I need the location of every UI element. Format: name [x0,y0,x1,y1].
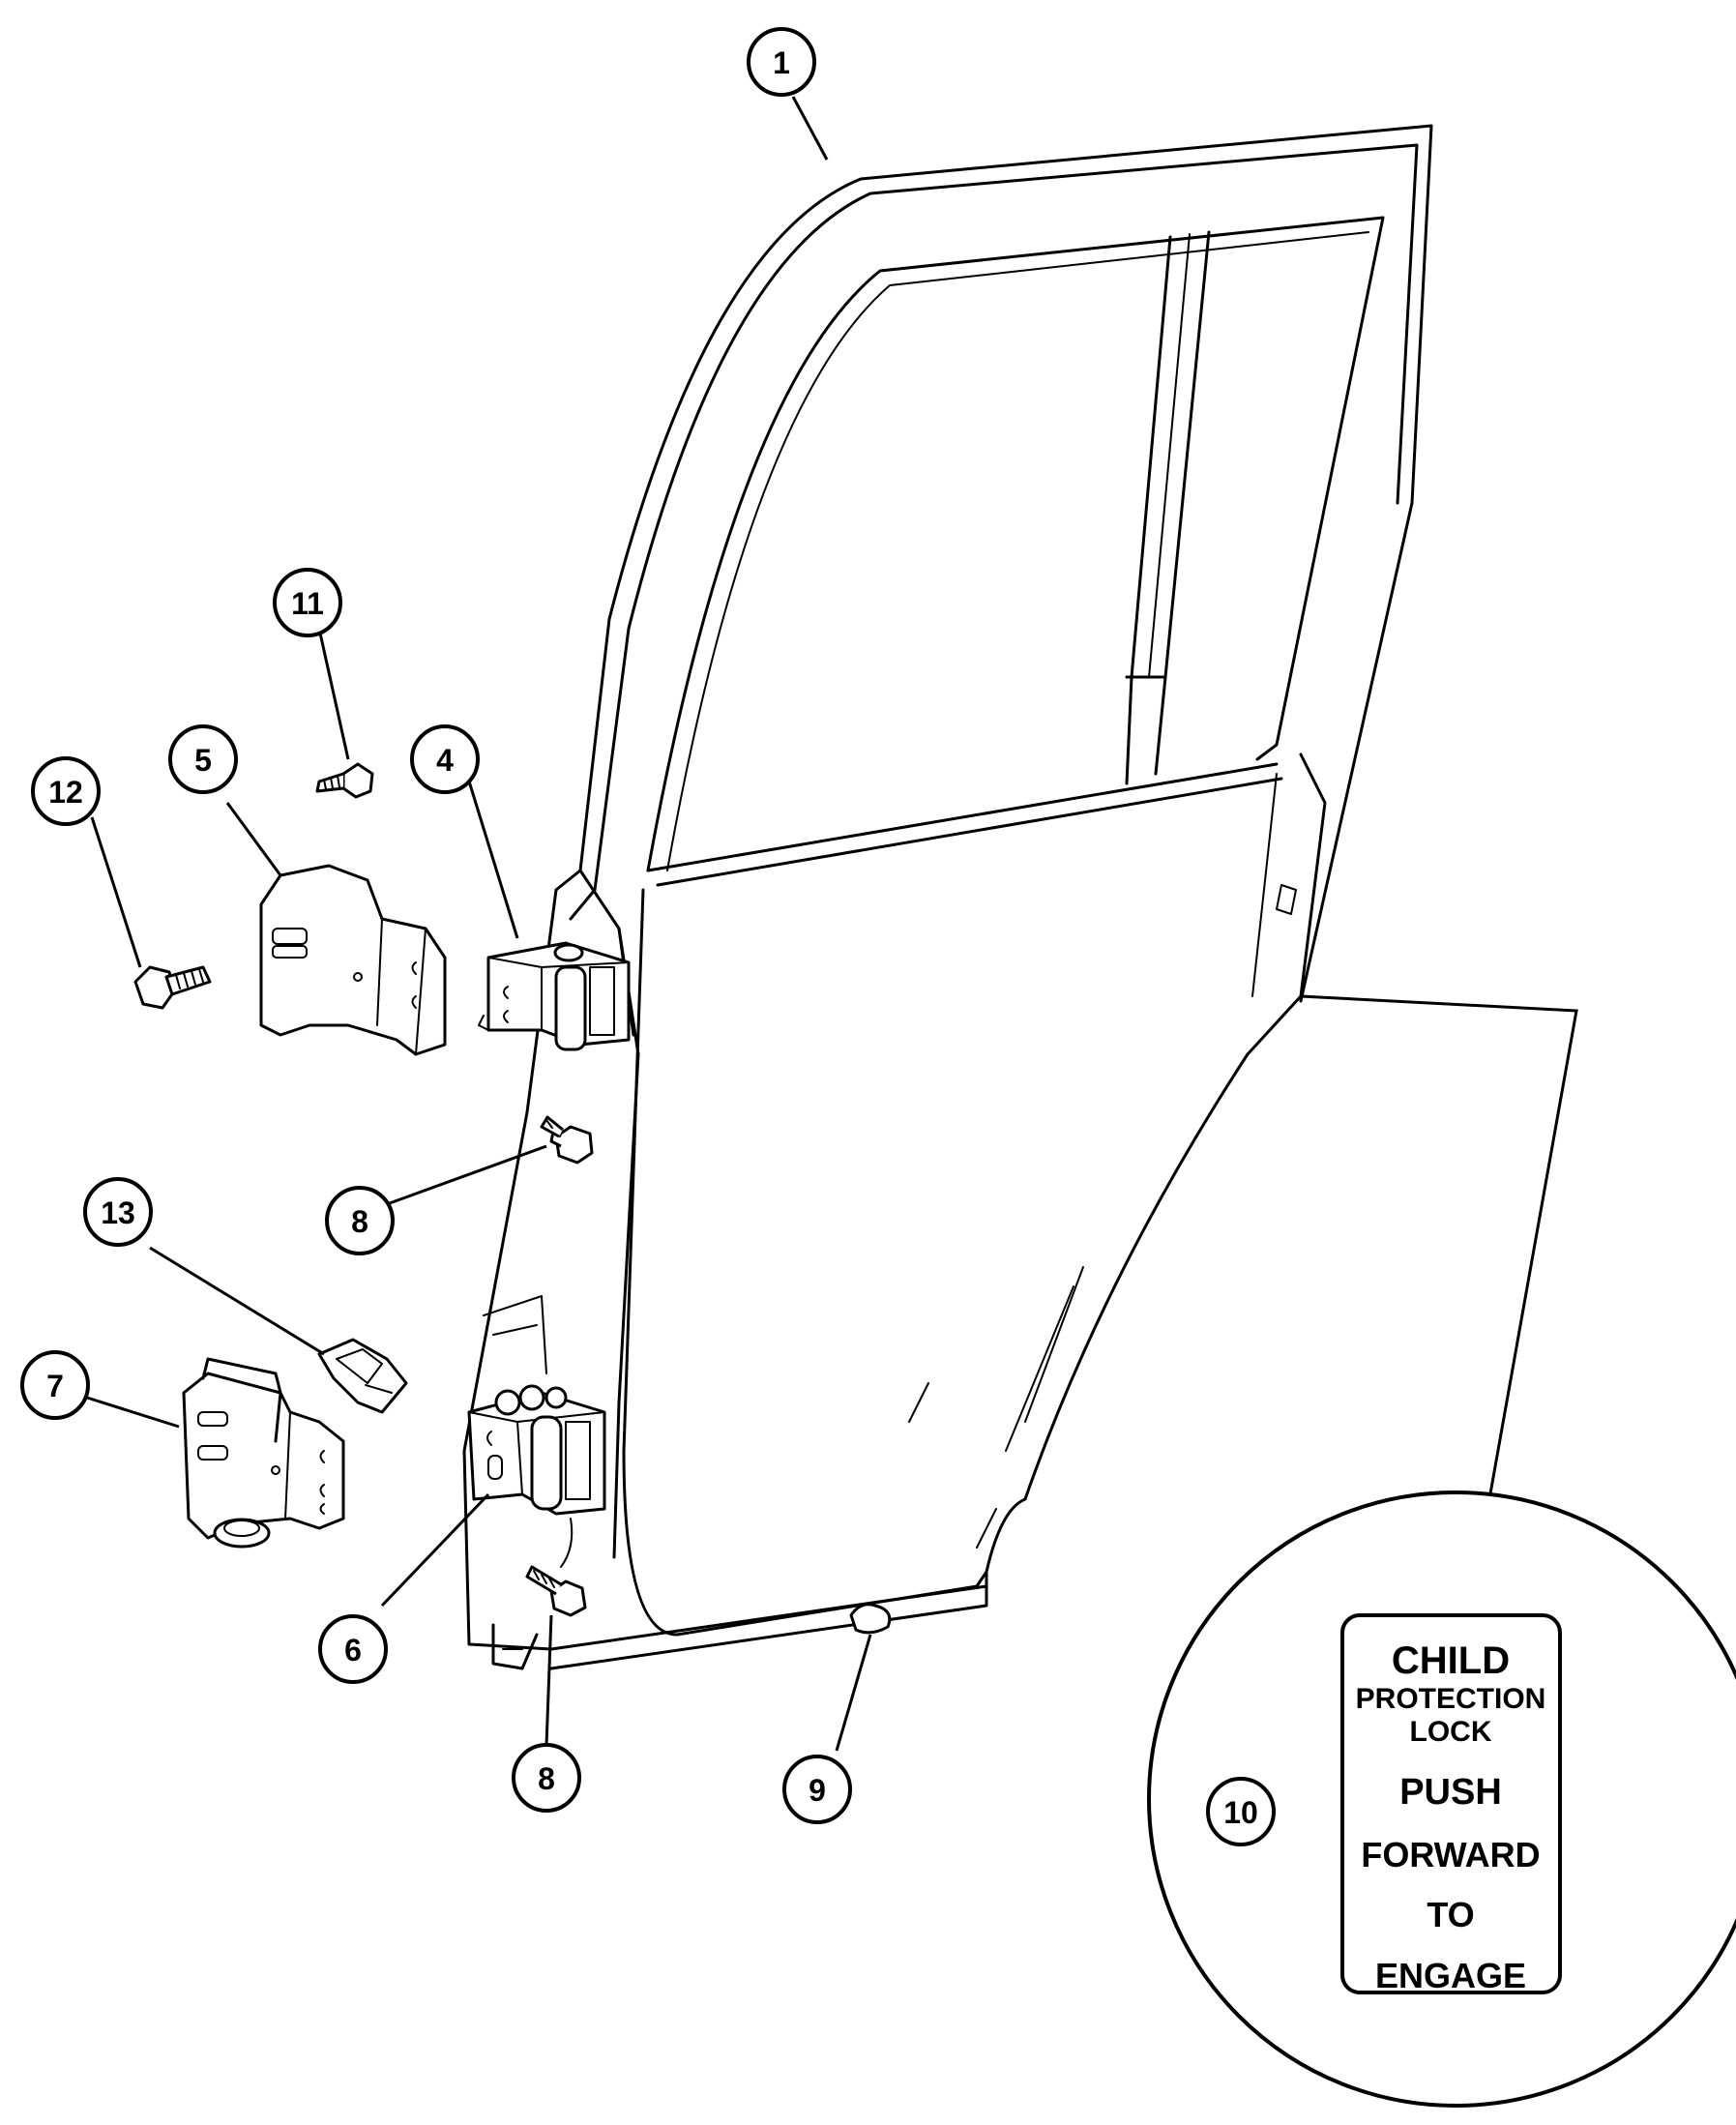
bolt-12 [133,965,212,1010]
hinge-bracket-5 [259,864,447,1056]
svg-text:10: 10 [1223,1795,1258,1830]
label-line-engage: ENGAGE [1375,1956,1526,1995]
shim-13 [317,1338,408,1414]
child-lock-label-plate [1340,1613,1562,1994]
svg-text:8: 8 [538,1761,555,1796]
svg-text:11: 11 [291,586,324,621]
bolt-8-lower [525,1565,587,1617]
lower-hinge [467,1384,606,1516]
svg-text:6: 6 [344,1633,362,1668]
label-line-forward: FORWARD [1361,1835,1540,1874]
callout-4: 4 [410,724,480,794]
svg-text:1: 1 [773,45,790,80]
label-line-protection: PROTECTION [1356,1683,1546,1715]
plug-9 [849,1603,892,1635]
rear-door-shell [462,124,1433,1670]
callout-6: 6 [318,1614,388,1684]
label-line-lock: LOCK [1410,1716,1492,1748]
svg-text:4: 4 [436,743,454,778]
callout-8-lower: 8 [512,1743,581,1813]
upper-hinge [478,941,631,1051]
label-line-push: PUSH [1399,1772,1502,1813]
callout-12: 12 [31,756,101,826]
leader-lines [86,96,1578,1752]
svg-text:13: 13 [101,1195,135,1230]
callout-7: 7 [20,1350,90,1420]
callout-9: 9 [782,1755,852,1824]
svg-text:5: 5 [194,743,212,778]
callout-10: 10 [1206,1777,1276,1846]
bolt-8-upper [540,1115,594,1165]
callout-11: 11 [273,568,342,637]
svg-text:7: 7 [46,1369,64,1403]
svg-text:9: 9 [809,1773,826,1808]
svg-text:8: 8 [351,1204,368,1239]
hinge-bracket-7 [182,1357,345,1549]
callout-1: 1 [747,27,816,97]
screw-11 [315,762,374,799]
child-lock-detail-view: CHILD PROTECTION LOCK PUSH FORWARD TO EN… [1147,1490,1736,2108]
svg-text:12: 12 [48,775,83,810]
callout-5: 5 [168,724,238,794]
callout-8-upper: 8 [325,1186,395,1255]
label-line-child: CHILD [1392,1639,1510,1682]
callout-13: 13 [83,1177,153,1247]
label-line-to: TO [1427,1895,1474,1934]
